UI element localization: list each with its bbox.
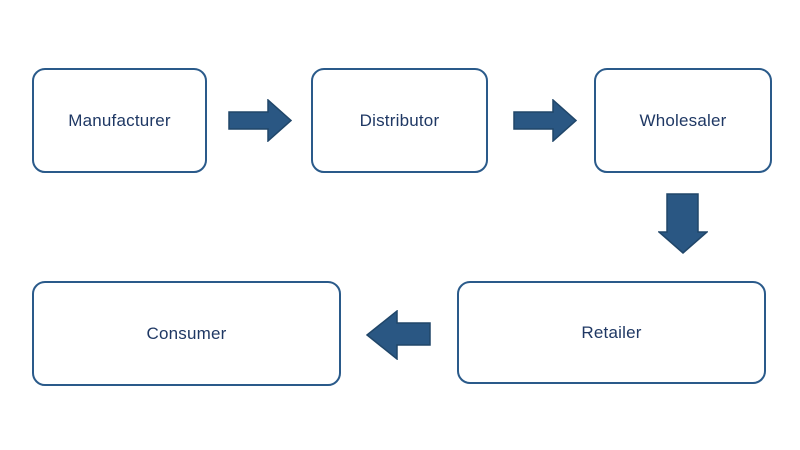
node-wholesaler: Wholesaler <box>594 68 772 173</box>
node-manufacturer-label: Manufacturer <box>68 110 171 130</box>
node-manufacturer: Manufacturer <box>32 68 207 173</box>
node-wholesaler-label: Wholesaler <box>639 110 727 130</box>
node-retailer: Retailer <box>457 281 766 384</box>
arrow-right-distributor-to-wholesaler <box>513 99 577 142</box>
arrow-down-wholesaler-to-retailer <box>658 193 708 254</box>
arrow-left-retailer-to-consumer <box>366 310 431 360</box>
arrow-right-manufacturer-to-distributor <box>228 99 292 142</box>
node-distributor-label: Distributor <box>359 110 440 130</box>
node-distributor: Distributor <box>311 68 488 173</box>
node-consumer: Consumer <box>32 281 341 386</box>
node-consumer-label: Consumer <box>146 323 227 343</box>
node-retailer-label: Retailer <box>581 322 642 342</box>
